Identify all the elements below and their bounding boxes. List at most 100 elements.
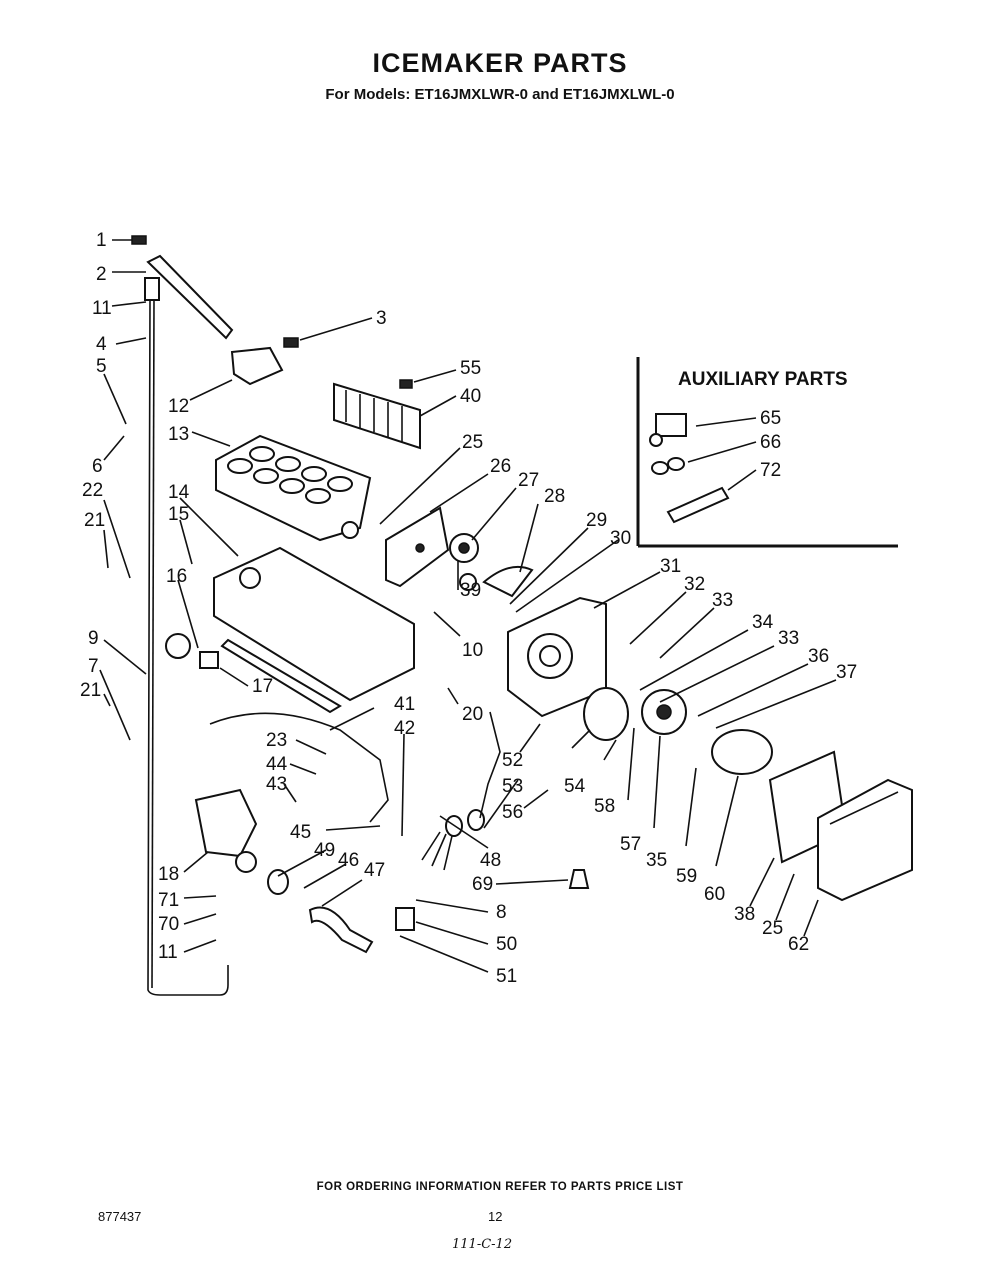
- callout-35: 35: [646, 850, 667, 871]
- callout-55: 55: [460, 358, 481, 379]
- callout-46: 46: [338, 850, 359, 871]
- auxiliary-parts-title: AUXILIARY PARTS: [678, 369, 848, 390]
- part-65-valve-fitting: [649, 413, 687, 447]
- callout-33b: 33: [778, 628, 799, 649]
- leader-lines: [99, 239, 837, 973]
- callout-47: 47: [364, 860, 385, 881]
- callout-59: 59: [676, 866, 697, 887]
- callout-71: 71: [158, 890, 179, 911]
- callout-23: 23: [266, 730, 287, 751]
- page-number: 12: [488, 1209, 503, 1224]
- callout-17: 17: [252, 676, 273, 697]
- part-72-tube: [666, 486, 730, 524]
- part-60-cam: [711, 729, 773, 775]
- part-62-cover: [817, 778, 913, 902]
- callout-41: 41: [394, 694, 415, 715]
- callout-40: 40: [460, 386, 481, 407]
- callout-14: 14: [168, 482, 190, 503]
- callout-43: 43: [266, 774, 287, 795]
- callout-25b: 25: [762, 918, 783, 939]
- part-20-harness-plug: [479, 711, 501, 819]
- part-50-clamp: [395, 907, 415, 931]
- callout-62: 62: [788, 934, 809, 955]
- callout-10: 10: [462, 640, 483, 661]
- part-16-fitting: [165, 633, 219, 669]
- callout-36: 36: [808, 646, 829, 667]
- callout-20: 20: [462, 704, 483, 725]
- callout-50: 50: [496, 934, 517, 955]
- callout-60: 60: [704, 884, 725, 905]
- callout-34: 34: [752, 612, 774, 633]
- part-14-mounting-plate: [213, 546, 415, 714]
- part-28-cam: [482, 566, 534, 598]
- callout-11: 11: [92, 298, 112, 319]
- callout-31: 31: [660, 556, 681, 577]
- callout-labels: 1 2 11 3 4 5 55 40 12 13 6 22 25 26 27 2…: [80, 230, 857, 987]
- fill-tube-assembly: [131, 235, 234, 996]
- callout-11b: 11: [158, 942, 178, 963]
- callout-42: 42: [394, 718, 415, 739]
- part-49-nut: [267, 869, 289, 895]
- callout-4: 4: [96, 334, 107, 355]
- part-35-gear: [641, 689, 687, 735]
- callout-12: 12: [168, 396, 189, 417]
- callout-32: 32: [684, 574, 705, 595]
- handwritten-note: 111-C-12: [452, 1237, 513, 1252]
- part-27-gear: [449, 533, 479, 563]
- callout-1: 1: [96, 230, 107, 251]
- callout-70: 70: [158, 914, 179, 935]
- part-39-spring: [459, 573, 477, 591]
- callout-39: 39: [460, 580, 481, 601]
- callout-13: 13: [168, 424, 189, 445]
- part-69-connector: [568, 869, 590, 889]
- callout-15: 15: [168, 504, 189, 525]
- callout-38: 38: [734, 904, 755, 925]
- callout-58: 58: [594, 796, 615, 817]
- callout-27: 27: [518, 470, 539, 491]
- callout-66: 66: [760, 432, 781, 453]
- part-54-motor: [583, 687, 629, 741]
- callout-3: 3: [376, 308, 387, 329]
- callout-21: 21: [84, 510, 105, 531]
- callout-53: 53: [502, 776, 523, 797]
- part-18-water-valve: [194, 788, 258, 873]
- part-40-shield: [333, 379, 421, 450]
- document-number: 877437: [98, 1209, 142, 1224]
- callout-30: 30: [610, 528, 631, 549]
- callout-7: 7: [88, 656, 99, 677]
- callout-25: 25: [462, 432, 483, 453]
- callout-44: 44: [266, 754, 288, 775]
- callout-56: 56: [502, 802, 523, 823]
- callout-28: 28: [544, 486, 565, 507]
- callout-26: 26: [490, 456, 511, 477]
- part-47-tube: [308, 906, 374, 954]
- callout-29: 29: [586, 510, 607, 531]
- part-41-wire: [209, 712, 389, 823]
- callout-37: 37: [836, 662, 857, 683]
- callout-21b: 21: [80, 680, 101, 701]
- callout-6: 6: [92, 456, 103, 477]
- callout-49: 49: [314, 840, 335, 861]
- part-66-nut: [651, 457, 685, 475]
- callout-45: 45: [290, 822, 311, 843]
- part-13-ice-mold: [215, 434, 372, 542]
- callout-69: 69: [472, 874, 493, 895]
- callout-2: 2: [96, 264, 107, 285]
- part-31-module-housing: [507, 596, 607, 718]
- page-title: ICEMAKER PARTS: [372, 48, 628, 78]
- callout-57: 57: [620, 834, 641, 855]
- callout-51: 51: [496, 966, 517, 987]
- callout-9: 9: [88, 628, 99, 649]
- part-26-bracket: [385, 506, 450, 588]
- page-subtitle: For Models: ET16JMXLWR-0 and ET16JMXLWL-…: [325, 86, 675, 103]
- callout-18: 18: [158, 864, 179, 885]
- ordering-note: FOR ORDERING INFORMATION REFER TO PARTS …: [316, 1181, 684, 1193]
- callout-72: 72: [760, 460, 781, 481]
- callout-52: 52: [502, 750, 523, 771]
- callout-22: 22: [82, 480, 103, 501]
- callout-33: 33: [712, 590, 733, 611]
- callout-16: 16: [166, 566, 187, 587]
- callout-48: 48: [480, 850, 501, 871]
- callout-54: 54: [564, 776, 586, 797]
